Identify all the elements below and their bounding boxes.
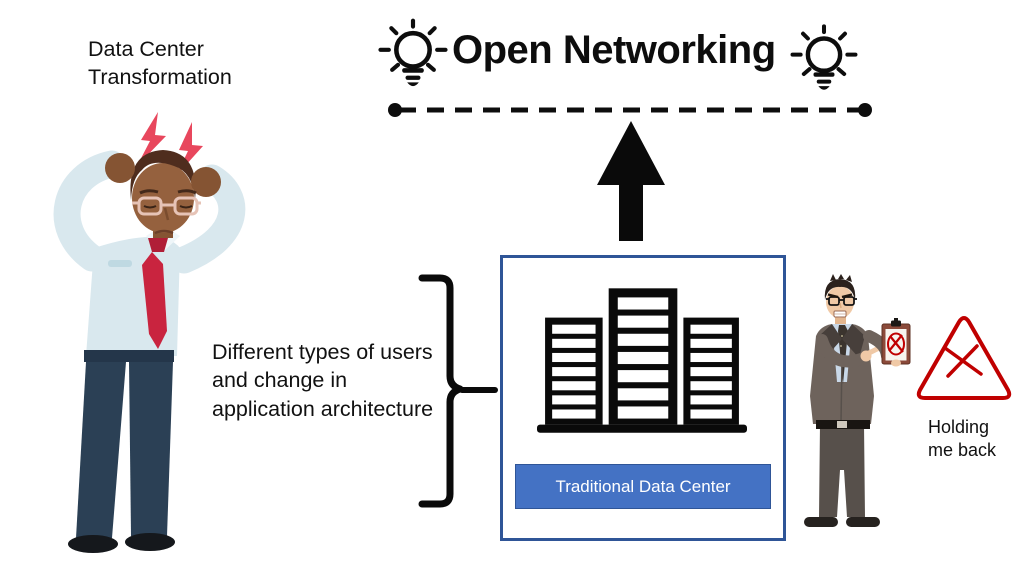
angry-manager-illustration: [804, 274, 911, 527]
stressed-person-illustration: [53, 112, 246, 553]
page-title: Open Networking: [452, 28, 776, 72]
warning-triangle-x-icon: [916, 316, 1012, 400]
data-center-transformation-label: Data Center Transformation: [88, 37, 232, 89]
server-towers-icon: [537, 288, 747, 433]
dashed-divider-line: [388, 103, 872, 117]
right-curly-brace: [418, 274, 498, 508]
up-arrow-icon: [597, 121, 665, 241]
clipboard-with-cross-icon: [881, 318, 911, 367]
brace-note-label: Different types of users and change in a…: [212, 340, 434, 421]
holding-me-back-label: Holding me back: [928, 417, 997, 461]
lightbulb-icon: [378, 18, 448, 87]
traditional-data-center-box: Traditional Data Center: [500, 255, 786, 541]
lightbulb-icon: [790, 24, 858, 90]
traditional-data-center-caption: Traditional Data Center: [515, 464, 771, 509]
